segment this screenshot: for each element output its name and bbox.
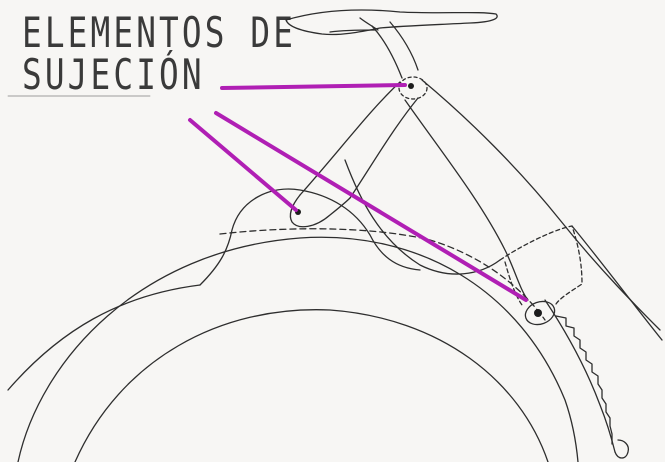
upper-pivot-dot [408, 83, 414, 89]
lower-joint-shape [289, 194, 351, 228]
wheel-dashed-arc [219, 228, 546, 321]
seat-post-front [389, 21, 419, 71]
toothed-guide-outer [544, 299, 616, 453]
leader-upper [220, 83, 407, 90]
crown-left-slope [7, 284, 201, 391]
main-strut-left [404, 99, 529, 301]
toothed-guide-inner [555, 315, 613, 445]
title-line-1: ELEMENTOS DE [22, 8, 297, 57]
bracket-outline [499, 225, 583, 305]
guide-hook [614, 439, 630, 459]
leader-lower [214, 111, 528, 302]
rear-arm [571, 225, 663, 341]
upper-clamp-outline [398, 76, 428, 100]
wheel-inner-arc [74, 309, 549, 462]
saddle-rail [329, 17, 379, 33]
strut-bend [344, 159, 501, 275]
diagram-title: ELEMENTOS DE SUJECIÓN [22, 12, 296, 96]
left-arm-inner [349, 97, 419, 199]
lower-pivot-dot [534, 309, 542, 317]
lower-clamp-outline [524, 300, 556, 326]
crown-bump [199, 188, 421, 286]
title-line-2: SUJECIÓN [22, 50, 205, 99]
seat-post [371, 25, 403, 79]
saddle [285, 9, 498, 36]
bracket-lower-dash [504, 261, 523, 306]
left-arm-outer [299, 81, 401, 196]
wheel-outer-arc [17, 236, 579, 462]
leader-middle [188, 118, 298, 212]
